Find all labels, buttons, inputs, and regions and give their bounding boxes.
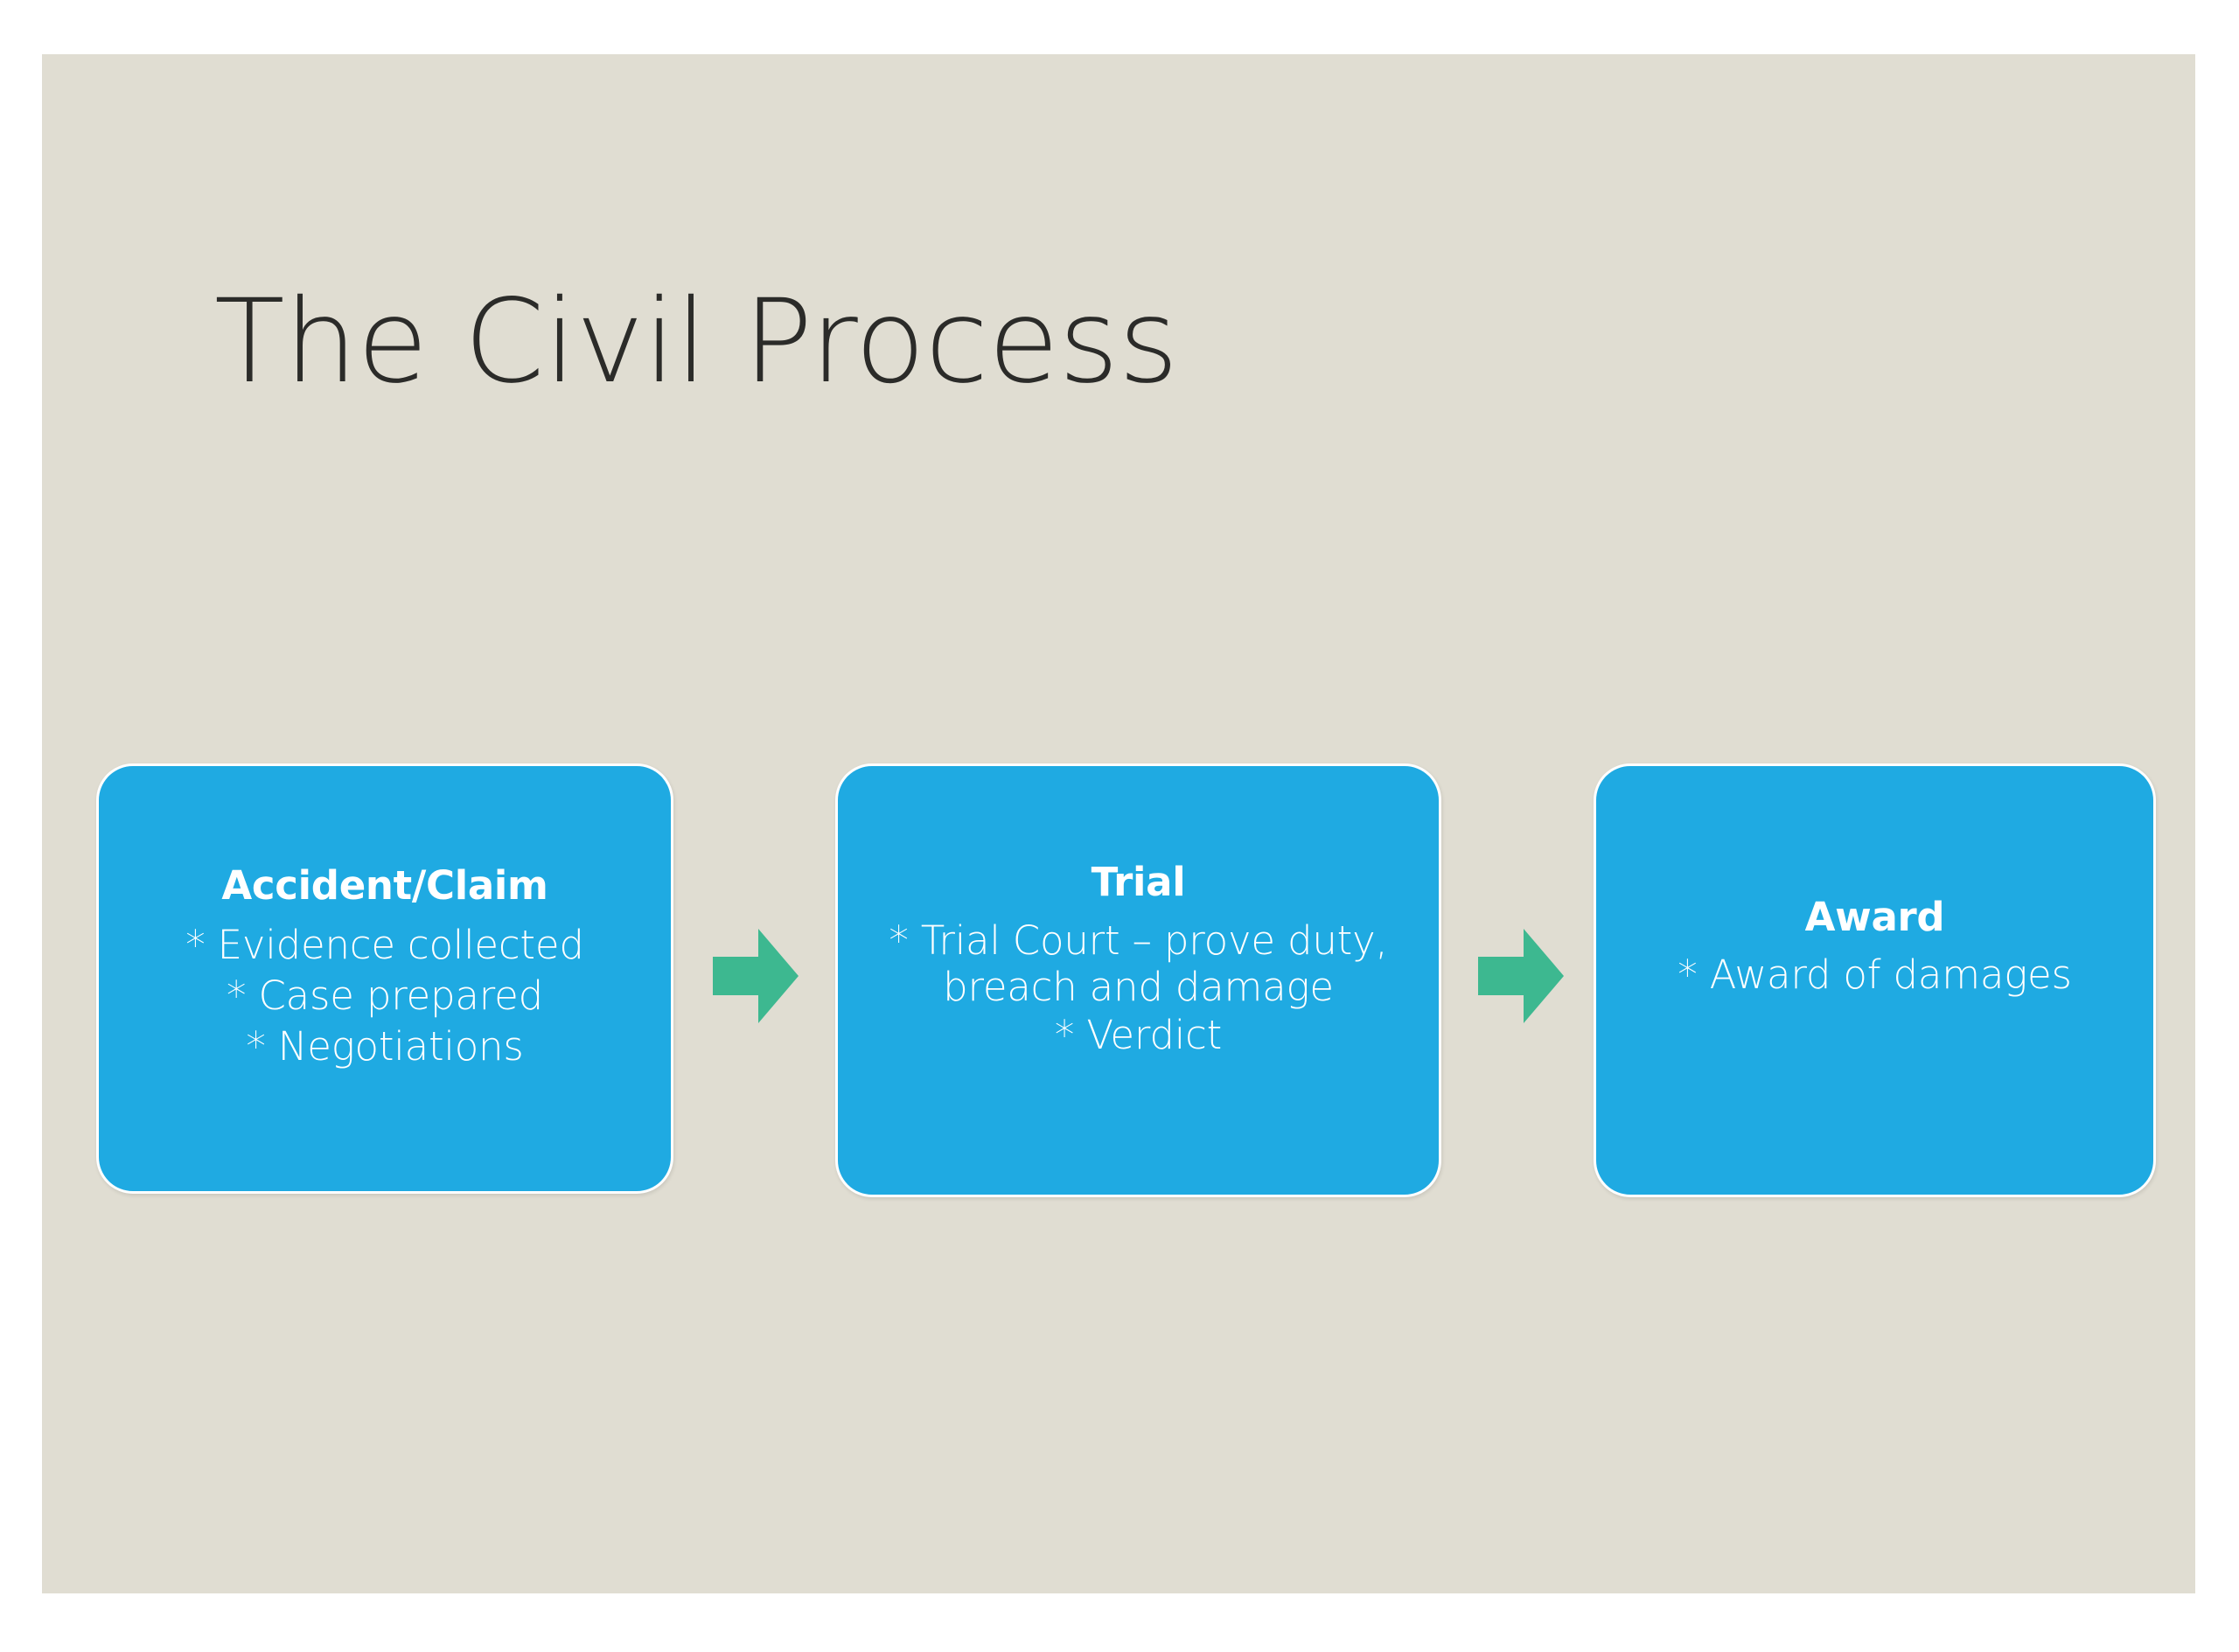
step-bullet: * Negotiations: [246, 1023, 524, 1070]
step-bullet: * Trial Court – prove duty, breach and d…: [889, 917, 1388, 1010]
slide-canvas: The Civil Process Accident/Claim * Evide…: [42, 54, 2195, 1593]
page-title: The Civil Process: [214, 275, 1178, 409]
step-heading: Trial: [1091, 859, 1186, 905]
step-bullet: * Verdict: [1054, 1011, 1223, 1058]
step-heading: Award: [1804, 894, 1945, 940]
process-step-award[interactable]: Award * Award of damages: [1594, 763, 2156, 1197]
step-bullet: * Case prepared: [227, 972, 543, 1020]
step-bullet: * Evidence collected: [185, 922, 584, 969]
arrow-right-icon: [1478, 927, 1564, 1025]
step-bullet: * Award of damages: [1678, 951, 2072, 999]
process-step-trial[interactable]: Trial * Trial Court – prove duty, breach…: [835, 763, 1441, 1197]
process-flow-diagram: Accident/Claim * Evidence collected * Ca…: [42, 54, 2195, 1593]
step-heading: Accident/Claim: [221, 862, 548, 909]
arrow-right-icon: [713, 927, 799, 1025]
process-step-accident-claim[interactable]: Accident/Claim * Evidence collected * Ca…: [96, 763, 673, 1194]
